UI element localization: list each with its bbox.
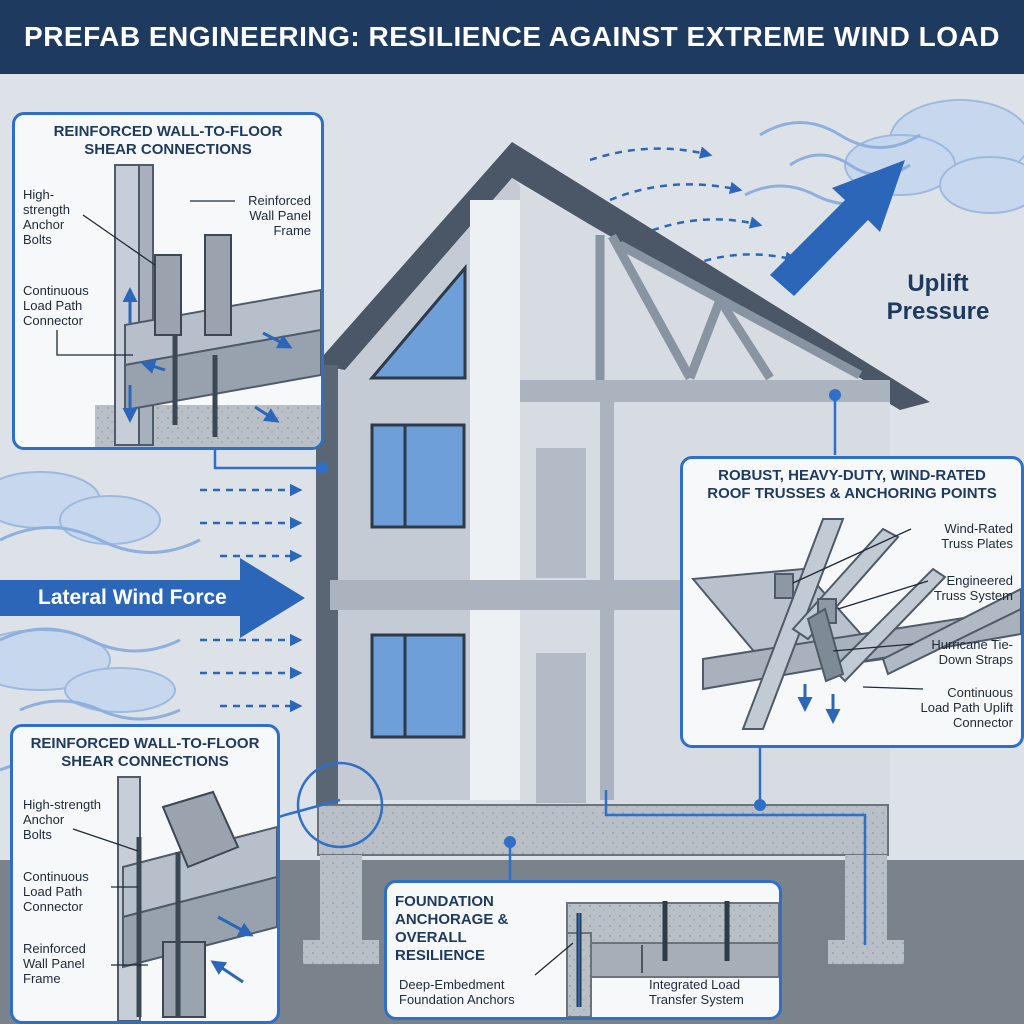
panel-roof-trusses: ROBUST, HEAVY-DUTY, WIND-RATED ROOF TRUS…: [680, 456, 1024, 748]
connector-dot-eave: [829, 389, 841, 401]
corner-post: [316, 365, 338, 805]
label-wall-panel-frame-bottom: Reinforced Wall Panel Frame: [23, 941, 86, 986]
panel-top-left-heading: REINFORCED WALL-TO-FLOOR SHEAR CONNECTIO…: [53, 123, 283, 158]
label-load-transfer-system: Integrated Load Transfer System: [649, 977, 744, 1007]
foundation-detail-art: [534, 901, 779, 1017]
detail-focus-ring: [296, 761, 384, 849]
label-truss-system: Engineered Truss System: [934, 573, 1013, 603]
lateral-wind-force-label: Lateral Wind Force: [38, 586, 227, 609]
truss-detail-art: [691, 518, 1021, 730]
label-load-path-connector: Continuous Load Path Connector: [23, 283, 89, 328]
label-foundation-anchors: Deep-Embedment Foundation Anchors: [399, 977, 515, 1007]
connector-dot-wall: [316, 462, 328, 474]
title-bar: PREFAB ENGINEERING: RESILIENCE AGAINST E…: [0, 0, 1024, 74]
interior-doors: [536, 448, 586, 803]
panel-wall-floor-bottom: REINFORCED WALL-TO-FLOOR SHEAR CONNECTIO…: [10, 724, 280, 1024]
footing-left: [303, 940, 379, 964]
label-wall-panel-frame: Reinforced Wall Panel Frame: [248, 193, 311, 238]
windows: [368, 263, 467, 739]
page-title: PREFAB ENGINEERING: RESILIENCE AGAINST E…: [24, 21, 1000, 52]
label-anchor-bolts-bottom: High-strength Anchor Bolts: [23, 797, 102, 842]
connector-dot-floor: [754, 799, 766, 811]
lateral-wind-arrow: [0, 558, 305, 638]
panel-roof-heading: ROBUST, HEAVY-DUTY, WIND-RATED ROOF TRUS…: [707, 467, 997, 502]
wind-cloud-right: [844, 99, 1024, 214]
connection-detail-art-bottom: [72, 776, 277, 1021]
lateral-wind-dashes: [200, 483, 303, 713]
roof-gable: [315, 142, 930, 410]
uplift-pressure-label: Uplift Pressure: [886, 270, 990, 325]
label-anchor-bolts: High- strength Anchor Bolts: [23, 187, 70, 247]
wind-cloud-left: [0, 471, 176, 713]
panel-bottom-left-heading: REINFORCED WALL-TO-FLOOR SHEAR CONNECTIO…: [30, 735, 260, 770]
label-tie-down-straps: Hurricane Tie- Down Straps: [931, 637, 1013, 667]
label-uplift-connector: Continuous Load Path Uplift Connector: [920, 685, 1013, 730]
panel-wall-floor-top: REINFORCED WALL-TO-FLOOR SHEAR CONNECTIO…: [12, 112, 324, 450]
label-truss-plates: Wind-Rated Truss Plates: [941, 521, 1013, 551]
roof-trusses: [595, 233, 863, 381]
panel-foundation-heading: FOUNDATION ANCHORAGE & OVERALL RESILIENC…: [395, 893, 509, 964]
panel-foundation: FOUNDATION ANCHORAGE & OVERALL RESILIENC…: [384, 880, 782, 1020]
connector-dot-slab: [504, 836, 516, 848]
gable-white-panel: [470, 200, 520, 800]
connection-detail-art-top: [56, 164, 321, 447]
uplift-arrow: [770, 160, 905, 296]
foundation-slab: [317, 804, 889, 856]
label-load-path-connector-bottom: Continuous Load Path Connector: [23, 869, 89, 914]
foundation-pier-left: [320, 855, 362, 945]
